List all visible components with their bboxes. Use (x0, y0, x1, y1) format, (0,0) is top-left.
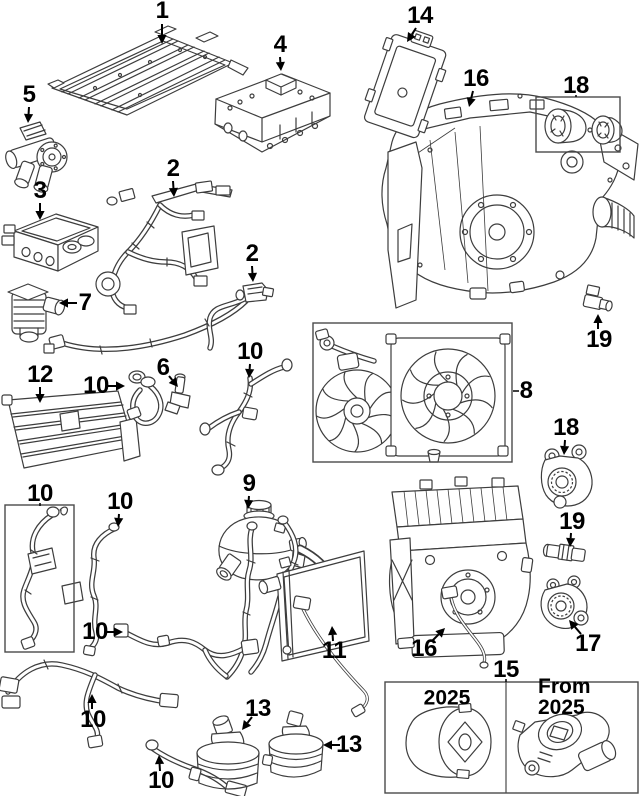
callout-arrowhead-19-top (593, 314, 603, 323)
callout-11[interactable]: 11 (321, 637, 347, 664)
callout-14[interactable]: 14 (407, 2, 433, 29)
mount-bushings-art (544, 108, 623, 145)
callout-19-mid[interactable]: 19 (559, 508, 585, 535)
cooling-fan-module-art (315, 328, 511, 463)
callout-arrowhead-10-branch (245, 368, 255, 378)
mount-18-mid-art (540, 444, 593, 509)
callout-arrowhead-4 (275, 61, 285, 71)
callout-7[interactable]: 7 (78, 289, 92, 316)
callout-arrowhead-6 (168, 377, 178, 387)
elbow-hose-art (113, 623, 260, 676)
coolant-reservoir-art (216, 499, 349, 602)
callout-4[interactable]: 4 (273, 31, 287, 58)
callout-arrowhead-10-lower (87, 694, 97, 703)
coolant-heater-art (7, 283, 66, 343)
fan-module-8-box (312, 322, 513, 463)
battery-module-art (363, 30, 447, 139)
callout-2-right[interactable]: 2 (245, 240, 259, 267)
branch-hose-art (199, 358, 293, 476)
callout-arrowhead-10-bottom (154, 755, 165, 765)
callout-2-top[interactable]: 2 (166, 155, 180, 182)
callout-arrowhead-19-mid (566, 537, 576, 547)
callout-8[interactable]: 8 (519, 377, 533, 404)
callout-arrowhead-10-fitting (116, 381, 125, 391)
callout-16-bottom[interactable]: 16 (411, 635, 437, 662)
mounts-18-box (535, 96, 621, 153)
callout-arrowhead-2-right (247, 272, 258, 282)
callout-arrowhead-1 (157, 35, 167, 44)
callout-10-branch[interactable]: 10 (237, 338, 263, 365)
callout-19-top[interactable]: 19 (586, 326, 612, 353)
callout-16-top[interactable]: 16 (463, 65, 489, 92)
callout-arrowhead-16-top (466, 97, 476, 107)
callout-arrowhead-9 (244, 499, 254, 509)
hose-10-box (4, 504, 75, 653)
callout-arrowhead-5 (23, 113, 34, 123)
callout-9[interactable]: 9 (242, 470, 256, 497)
callout-12[interactable]: 12 (27, 361, 53, 388)
lower-hose-art (0, 659, 179, 749)
callout-arrowhead-11 (328, 626, 338, 636)
water-pumps-art (188, 710, 324, 790)
callout-leader-16-top (470, 90, 474, 99)
callout-15[interactable]: 15 (493, 656, 519, 683)
callout-17[interactable]: 17 (575, 630, 601, 657)
battery-pack-tray-art (47, 25, 249, 116)
callout-10-mid[interactable]: 10 (107, 488, 133, 515)
callout-10-bottom[interactable]: 10 (148, 767, 174, 794)
callout-arrowhead-10-mid (114, 517, 124, 527)
callout-arrowhead-18-mid (560, 445, 570, 455)
callout-10-fitting[interactable]: 10 (83, 372, 109, 399)
sensor-19-mid-art (542, 543, 586, 562)
callout-13-left[interactable]: 13 (245, 695, 271, 722)
callout-arrowhead-17 (569, 620, 579, 630)
drive-unit-bottom-art (388, 476, 534, 659)
callout-arrowhead-10-elbow (114, 627, 123, 637)
radiator-art (258, 550, 370, 662)
callout-arrowhead-14 (407, 31, 416, 42)
sensor-19-top-art (582, 284, 613, 312)
callout-arrowhead-13-right (323, 740, 332, 750)
callout-arrowhead-3 (35, 211, 45, 220)
callout-3[interactable]: 3 (33, 177, 47, 204)
callout-10-elbow[interactable]: 10 (82, 618, 108, 645)
callout-6[interactable]: 6 (156, 354, 170, 381)
callout-arrowhead-2-top (168, 187, 179, 197)
wiring-harness-art (95, 180, 233, 315)
callout-10-lower[interactable]: 10 (80, 706, 106, 733)
callout-18-top[interactable]: 18 (563, 72, 589, 99)
callout-10-box[interactable]: 10 (27, 480, 53, 507)
inverter-module-art (214, 73, 331, 153)
callout-5[interactable]: 5 (22, 81, 36, 108)
center-hoses-art (227, 515, 299, 677)
drive-unit-top-art (381, 93, 639, 309)
radiator-shutter-art (1, 390, 141, 469)
callout-13-right[interactable]: 13 (336, 731, 362, 758)
mount-17-art (540, 575, 589, 630)
control-module-art (1, 213, 99, 272)
boxed-hose-art (21, 506, 69, 650)
callout-18-mid[interactable]: 18 (553, 414, 579, 441)
callout-1[interactable]: 1 (155, 0, 169, 24)
inset-from-2025-label: From 2025 (538, 675, 591, 719)
callout-arrowhead-12 (35, 394, 45, 403)
callout-arrowhead-7 (59, 298, 68, 308)
inset-2025-label: 2025 (423, 686, 471, 710)
